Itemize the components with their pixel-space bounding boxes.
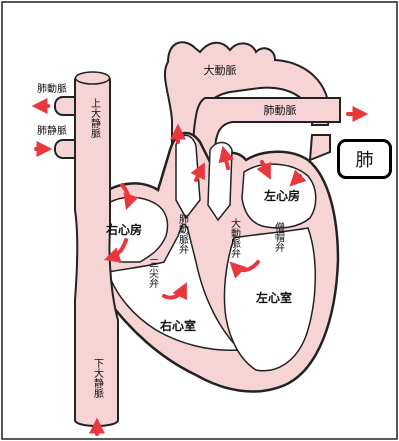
label-pulmonary-artery-right: 肺動脈 [264,103,297,117]
lung-callout-box: 肺 [337,139,392,179]
label-tricuspid-valve: 三尖弁 [147,258,159,289]
label-mitral-valve: 僧帽弁 [273,221,285,253]
label-pulmonary-valve: 肺動脈弁 [177,214,189,255]
label-aorta: 大動脈 [204,63,237,77]
label-right-ventricle: 右心室 [159,318,196,333]
label-pulmonary-artery-left: 肺動脈 [37,82,67,95]
label-left-ventricle: 左心室 [255,290,292,305]
label-inferior-vena-cava: 下大静脈 [92,358,104,399]
label-pulmonary-vein-left: 肺静脈 [37,124,67,137]
label-right-atrium: 右心房 [105,222,142,237]
pulmonary-vein-right-stub [310,135,330,160]
vena-cava-top-opening [76,72,110,84]
label-left-atrium: 左心房 [263,188,300,203]
label-aortic-valve: 大動脈弁 [229,217,241,259]
label-lung: 肺 [356,146,374,172]
label-superior-vena-cava: 上大静脈 [89,98,101,139]
